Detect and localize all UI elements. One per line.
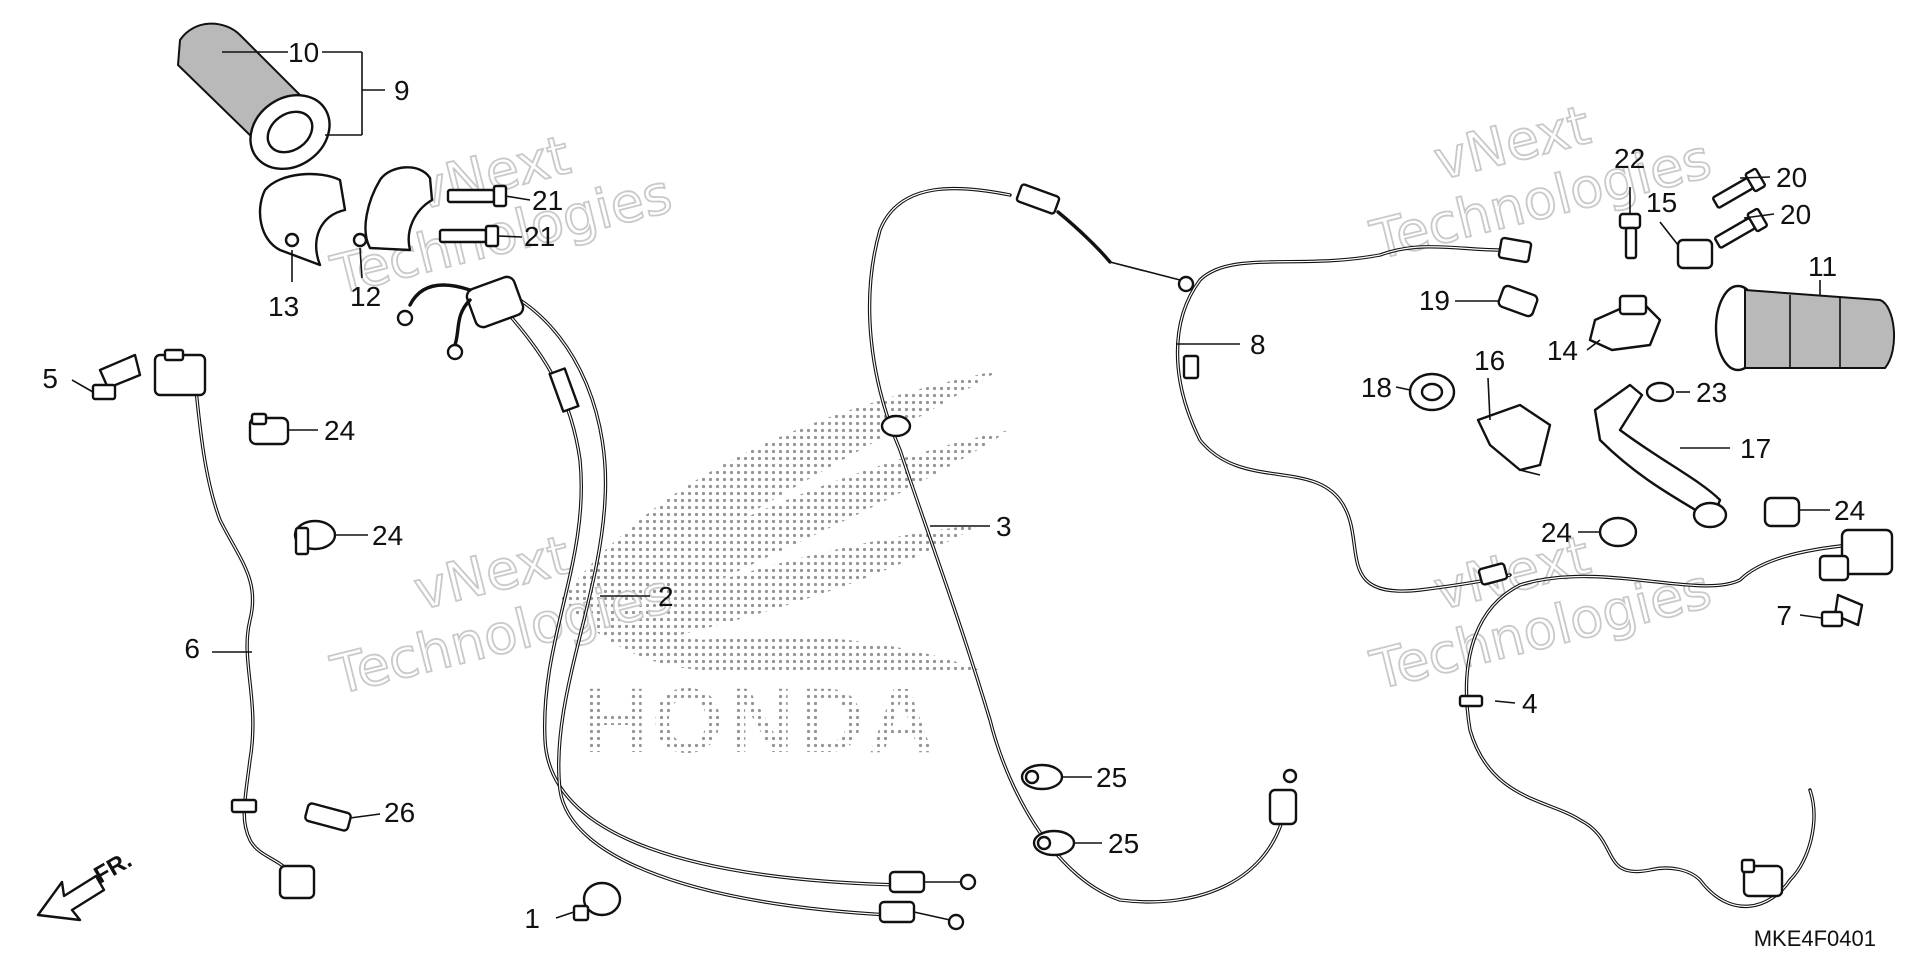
callout-26: 26 — [384, 797, 415, 828]
callout-23: 23 — [1696, 377, 1727, 408]
wire-band — [1598, 516, 1638, 548]
callout-9: 9 — [394, 75, 410, 106]
clutch-lever-bracket — [1588, 294, 1662, 352]
clutch-cable — [867, 183, 1298, 904]
cable-band — [572, 881, 622, 922]
diagram-code: MKE4F0401 — [1754, 926, 1876, 951]
callout-16: 16 — [1474, 345, 1505, 376]
callout-5: 5 — [42, 363, 58, 394]
wire-clip — [248, 412, 290, 446]
front-arrow-icon — [36, 874, 106, 922]
wire-clip — [1763, 496, 1801, 528]
leader-lines — [71, 51, 1830, 919]
honda-wing-logo: HONDA — [560, 370, 1010, 772]
callout-22: 22 — [1614, 143, 1645, 174]
callout-20a: 20 — [1776, 162, 1807, 193]
callout-15: 15 — [1646, 187, 1677, 218]
left-switch-housing — [1818, 528, 1894, 582]
switch-wire-harness — [1175, 236, 1533, 593]
bolt — [1714, 207, 1768, 249]
throttle-housing-lower — [258, 172, 347, 267]
switch-clamp — [1820, 593, 1864, 628]
callout-11: 11 — [1808, 251, 1837, 282]
callout-7: 7 — [1776, 600, 1792, 631]
nut — [1645, 381, 1675, 403]
callout-24b: 24 — [372, 520, 403, 551]
callout-3: 3 — [996, 511, 1012, 542]
callout-19: 19 — [1419, 285, 1450, 316]
throttle-cable-pair — [503, 298, 977, 931]
callout-21b: 21 — [524, 221, 555, 252]
wire-band — [293, 519, 337, 556]
callout-1: 1 — [524, 903, 540, 934]
screw — [446, 184, 508, 208]
callout-4: 4 — [1522, 688, 1538, 719]
honda-logo-text: HONDA — [581, 670, 938, 772]
callout-25a: 25 — [1096, 762, 1127, 793]
lever-dust-cover — [1408, 372, 1456, 412]
pivot-bolt — [1618, 212, 1642, 260]
throttle-housing-connector — [396, 275, 525, 361]
right-switch-housing — [153, 348, 207, 397]
throttle-grip — [176, 22, 331, 171]
callout-12: 12 — [350, 281, 381, 312]
left-grip — [1714, 284, 1896, 372]
left-switch-harness — [1458, 543, 1852, 908]
callout-24d: 24 — [1541, 517, 1572, 548]
clutch-switch — [1476, 403, 1552, 476]
wire-clip-26 — [304, 802, 352, 832]
screw — [438, 224, 500, 248]
callout-2: 2 — [658, 581, 674, 612]
watermark: vNext Technologies — [1363, 522, 1718, 703]
right-switch-harness — [193, 378, 316, 900]
callout-21a: 21 — [532, 185, 563, 216]
callout-8: 8 — [1250, 329, 1266, 360]
callout-6: 6 — [184, 633, 200, 664]
callout-17: 17 — [1740, 433, 1771, 464]
callout-10: 10 — [288, 37, 319, 68]
callout-25b: 25 — [1108, 828, 1139, 859]
bracket-clamp — [1676, 238, 1714, 270]
callout-14: 14 — [1547, 335, 1578, 366]
cable-clip — [1020, 763, 1064, 791]
clutch-lever — [1593, 383, 1728, 529]
throttle-housing-upper — [352, 166, 434, 252]
watermark: vNext Technologies — [1363, 92, 1718, 273]
callout-18: 18 — [1361, 372, 1392, 403]
bolt — [1712, 167, 1766, 209]
switch-clamp — [91, 353, 142, 401]
cable-adjuster — [1497, 284, 1539, 318]
cable-clip — [1032, 829, 1076, 857]
callout-24c: 24 — [1834, 495, 1865, 526]
callout-20b: 20 — [1780, 199, 1811, 230]
callout-13: 13 — [268, 291, 299, 322]
callouts: 1 2 3 4 5 6 7 8 9 10 11 12 13 14 15 16 1… — [42, 37, 1865, 934]
callout-24a: 24 — [324, 415, 355, 446]
front-direction-indicator: FR. — [36, 846, 136, 922]
